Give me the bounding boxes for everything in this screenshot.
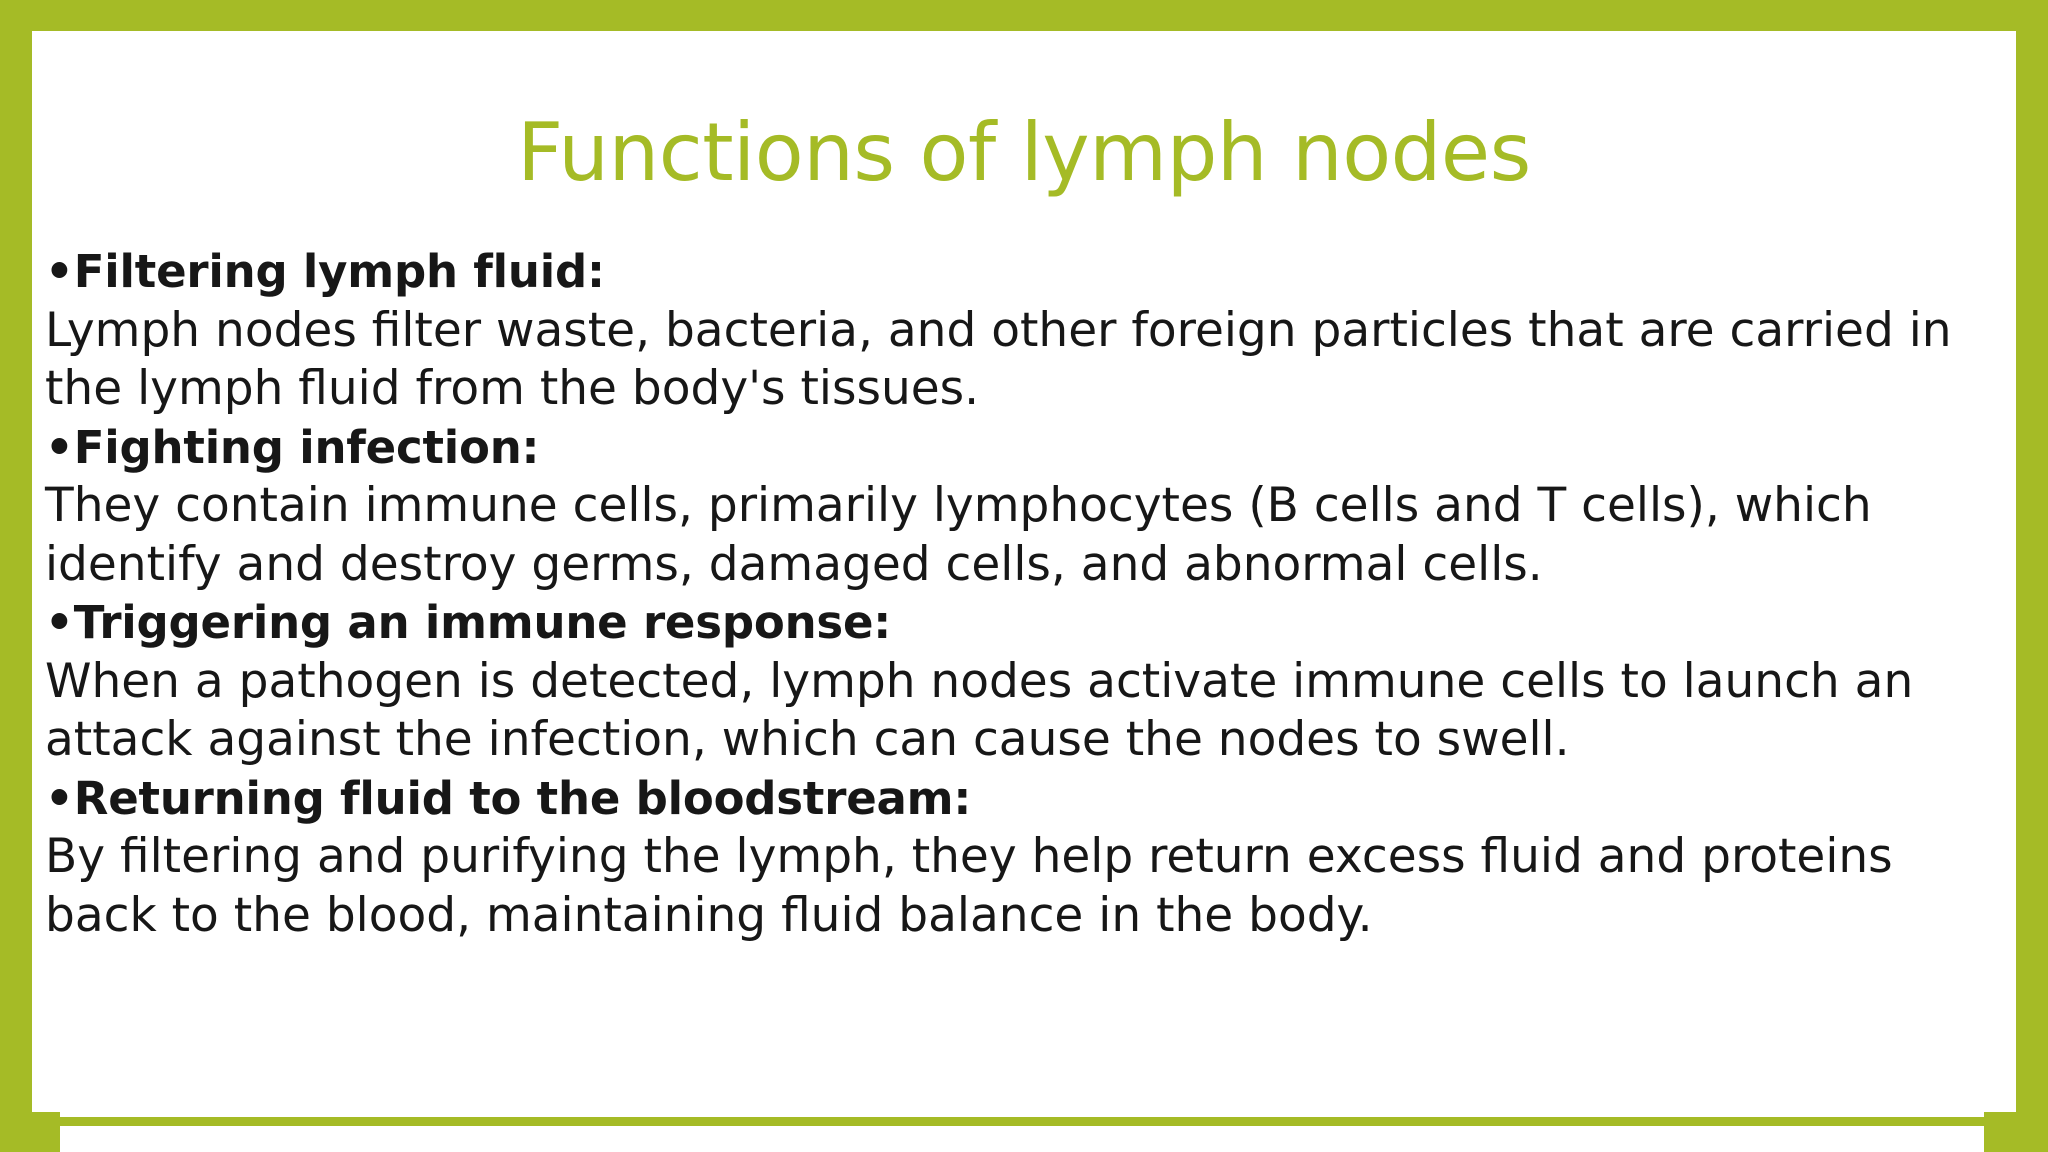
bottom-white-band <box>60 1126 1984 1152</box>
corner-accent-bottom-left <box>32 1112 60 1152</box>
list-item: •Fighting infection: <box>45 419 1985 478</box>
bullet-heading: Filtering lymph fluid: <box>73 245 605 298</box>
bullet-marker-icon: • <box>45 771 74 825</box>
bullet-body: Lymph nodes filter waste, bacteria, and … <box>45 302 1952 417</box>
bullet-heading: Fighting infection: <box>73 420 540 474</box>
corner-accent-bottom-right <box>1984 1112 2016 1152</box>
bullet-heading: Returning fluid to the bloodstream: <box>73 771 972 825</box>
list-item: •Triggering an immune response: <box>45 594 1985 653</box>
bullet-marker-icon: • <box>45 596 74 649</box>
bullet-list: •Filtering lymph fluid: Lymph nodes filt… <box>45 243 1985 945</box>
bullet-body: They contain immune cells, primarily lym… <box>45 478 1872 592</box>
bullet-body: When a pathogen is detected, lymph nodes… <box>45 653 1914 768</box>
bullet-marker-icon: • <box>45 245 74 298</box>
bullet-heading: Triggering an immune response: <box>73 596 892 649</box>
page-title: Functions of lymph nodes <box>517 106 1531 199</box>
list-item: •Returning fluid to the bloodstream: <box>45 770 1985 829</box>
bullet-body: By filtering and purifying the lymph, th… <box>45 829 1893 943</box>
list-item: •Filtering lymph fluid: <box>45 243 1985 302</box>
slide-content: Functions of lymph nodes •Filtering lymp… <box>32 31 2016 1117</box>
bullet-marker-icon: • <box>45 420 74 474</box>
slide-content-plate: Functions of lymph nodes •Filtering lymp… <box>32 31 2016 1117</box>
